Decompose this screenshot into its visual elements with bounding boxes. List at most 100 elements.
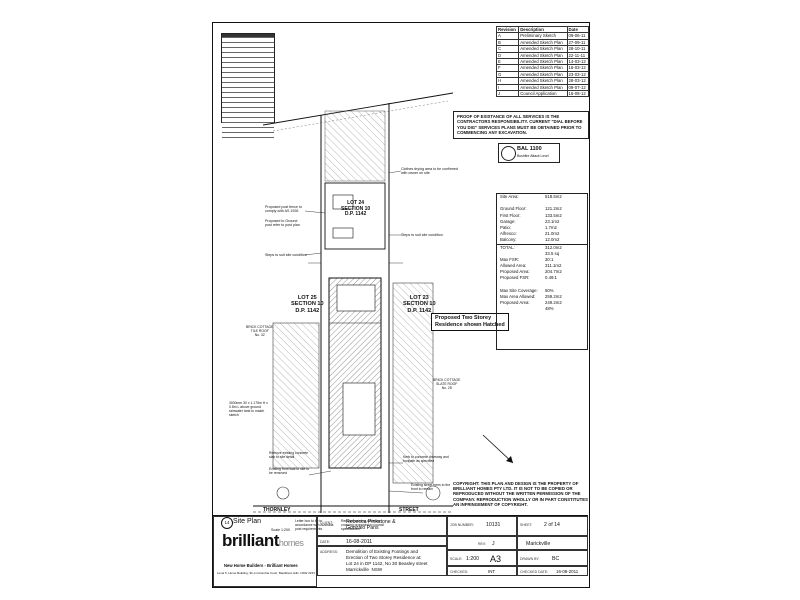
sheet-cell: SHEET: 2 of 14 bbox=[517, 516, 588, 536]
revision-cell: 23-03-12 bbox=[566, 70, 590, 79]
bal-sub: Bushfire Attack Level bbox=[517, 154, 549, 158]
area-label: Allowed Area: bbox=[500, 263, 527, 269]
checked-caption: CHECKED: bbox=[450, 570, 469, 574]
area-row: Proposed Area:204.7m2 bbox=[497, 269, 587, 275]
area-row: Patio:1.7m2 bbox=[497, 225, 587, 231]
note-post-fence: Proposed post fence to comply with AS 19… bbox=[265, 205, 302, 214]
date-cell: DATE: 16-08-2011 bbox=[317, 536, 447, 546]
area-row: Site Area: 518.5m2 bbox=[497, 194, 587, 200]
area-row: 33.5 sq bbox=[497, 251, 587, 257]
checked-cell: CHECKED: INT bbox=[447, 566, 517, 576]
revision-cell: 09-07-12 bbox=[566, 83, 590, 92]
area-value: 48% bbox=[545, 306, 554, 312]
revision-cell: 14-03-12 bbox=[566, 57, 590, 66]
address-caption: ADDRESS: bbox=[320, 550, 338, 554]
area-value: 33.5 sq bbox=[545, 250, 560, 256]
lot-23-label: LOT 23 SECTION 10 D.P. 1142 bbox=[403, 295, 436, 314]
company-address: Level 5, Home Building, 9b-4 Columbia Co… bbox=[217, 571, 315, 575]
area-row: Allowed Area:311.1m2 bbox=[497, 263, 587, 269]
project-cell: ADDRESS: Demolition of Existing Footings… bbox=[317, 546, 447, 576]
drawn-caption: DRAWN BY: bbox=[520, 557, 540, 561]
note-letterbox: Letter box to be in accordance with Aust… bbox=[295, 519, 334, 531]
street-name-right: STREET bbox=[399, 507, 419, 513]
area-label: Max FSR: bbox=[500, 256, 520, 262]
logo-cell: brillianthomes New Home Builders - Brill… bbox=[213, 516, 317, 587]
area-value: 518.5m2 bbox=[545, 194, 562, 199]
lot-24-label: LOT 24 SECTION 10 D.P. 1142 bbox=[341, 200, 371, 217]
area-label: Garage: bbox=[500, 218, 516, 224]
checkdate-cell: CHECKED DATE: 16-08-2011 bbox=[517, 566, 588, 576]
drawn-cell: DRAWN BY: BC bbox=[517, 550, 588, 566]
rev-header: Revision bbox=[495, 25, 520, 34]
job-cell: JOB NUMBER: 10131 bbox=[447, 516, 517, 536]
bal-label: BAL 1100 bbox=[517, 146, 542, 152]
area-row: TOTAL: 312.0m2 bbox=[497, 243, 587, 251]
site-plan-title: Site Plan bbox=[233, 518, 262, 525]
area-row: Garage: 23.1m2 bbox=[497, 219, 587, 225]
revision-cell: J bbox=[495, 90, 520, 98]
note-crossing: Remove existing driveway crossing propos… bbox=[341, 519, 384, 531]
job-number: 10131 bbox=[486, 522, 501, 528]
scale-caption: SCALE: bbox=[450, 557, 463, 561]
project-description: Demolition of Existing Footings and Erec… bbox=[346, 549, 428, 572]
date-value: 16-08-2011 bbox=[346, 539, 373, 545]
area-value: 12.0m2 bbox=[545, 237, 560, 243]
revision-cell: 09-06-11 bbox=[566, 32, 590, 40]
area-value: 50% bbox=[545, 287, 554, 293]
notes-box bbox=[221, 33, 275, 138]
bal-badge: BAL 1100 Bushfire Attack Level bbox=[498, 143, 560, 163]
area-value: 204.7m2 bbox=[545, 269, 562, 275]
note-existing-fence: Existing front wall to site to be remove… bbox=[269, 467, 310, 475]
revision-cell: 16-03-12 bbox=[566, 64, 590, 72]
revision-cell: C bbox=[495, 45, 520, 53]
note-street-trees: Existing street trees to the front to re… bbox=[411, 483, 451, 491]
area-label: Proposed FSR: bbox=[500, 275, 530, 281]
area-row: First Floor:133.5m2 bbox=[497, 213, 587, 219]
revision-cell: 22-11-11 bbox=[566, 51, 590, 60]
rev-caption: REV: bbox=[478, 542, 487, 546]
area-label: TOTAL: bbox=[500, 244, 515, 250]
area-label: Balcony: bbox=[500, 237, 517, 243]
revision-cell: D bbox=[495, 51, 520, 60]
street-name-left: THORNLEY bbox=[263, 507, 291, 513]
note-ground-post: Proposed to Ground post refer to post pl… bbox=[265, 219, 300, 228]
job-caption: JOB NUMBER: bbox=[450, 523, 474, 527]
area-label: Max Site Coverage: bbox=[500, 287, 538, 293]
sheet-caption: SHEET: bbox=[520, 523, 533, 527]
area-label: Alfresco: bbox=[500, 231, 517, 237]
services-warning: PROOF OF EXISTANCE OF ALL SERVICES IS TH… bbox=[453, 111, 589, 139]
client-cell: CLIENT: Rebecca Pinkstone & Gonzalo Pans bbox=[317, 516, 447, 536]
area-value: 312.0m2 bbox=[545, 244, 562, 250]
area-row: 48% bbox=[497, 306, 587, 312]
logo-main: brilliant bbox=[222, 531, 279, 550]
date-caption: DATE: bbox=[320, 540, 331, 544]
area-value: 121.2m2 bbox=[545, 206, 562, 212]
note-clothes: Clothes drying area to be confirmed with… bbox=[401, 167, 458, 176]
sheet-value: 2 of 14 bbox=[544, 522, 560, 528]
council-cell: Marickville bbox=[517, 536, 588, 550]
paper-size: A3 bbox=[490, 554, 502, 564]
rev-cell: REV: J bbox=[447, 536, 517, 550]
site-plan-drawing bbox=[253, 92, 514, 513]
lot-25-label: LOT 25 SECTION 10 D.P. 1142 bbox=[291, 295, 324, 314]
area-label: Site Area: bbox=[500, 194, 519, 199]
area-value: 1.7m2 bbox=[545, 224, 557, 230]
revision-cell: 16-08-12 bbox=[566, 90, 590, 98]
revision-cell: 28-10-11 bbox=[566, 45, 590, 53]
area-value: 23.1m2 bbox=[545, 218, 560, 224]
revision-cell: 28-03-12 bbox=[566, 77, 590, 85]
area-value: 21.0m2 bbox=[545, 231, 560, 237]
scale-value: 1:200 bbox=[466, 556, 479, 562]
note-brick-left: BRICK COTTAGE TILE ROOF No. 32 bbox=[246, 325, 274, 337]
area-value: 0.49:1 bbox=[545, 275, 557, 281]
bal-logo-icon bbox=[501, 146, 516, 161]
area-value: 259.2m2 bbox=[545, 294, 562, 299]
